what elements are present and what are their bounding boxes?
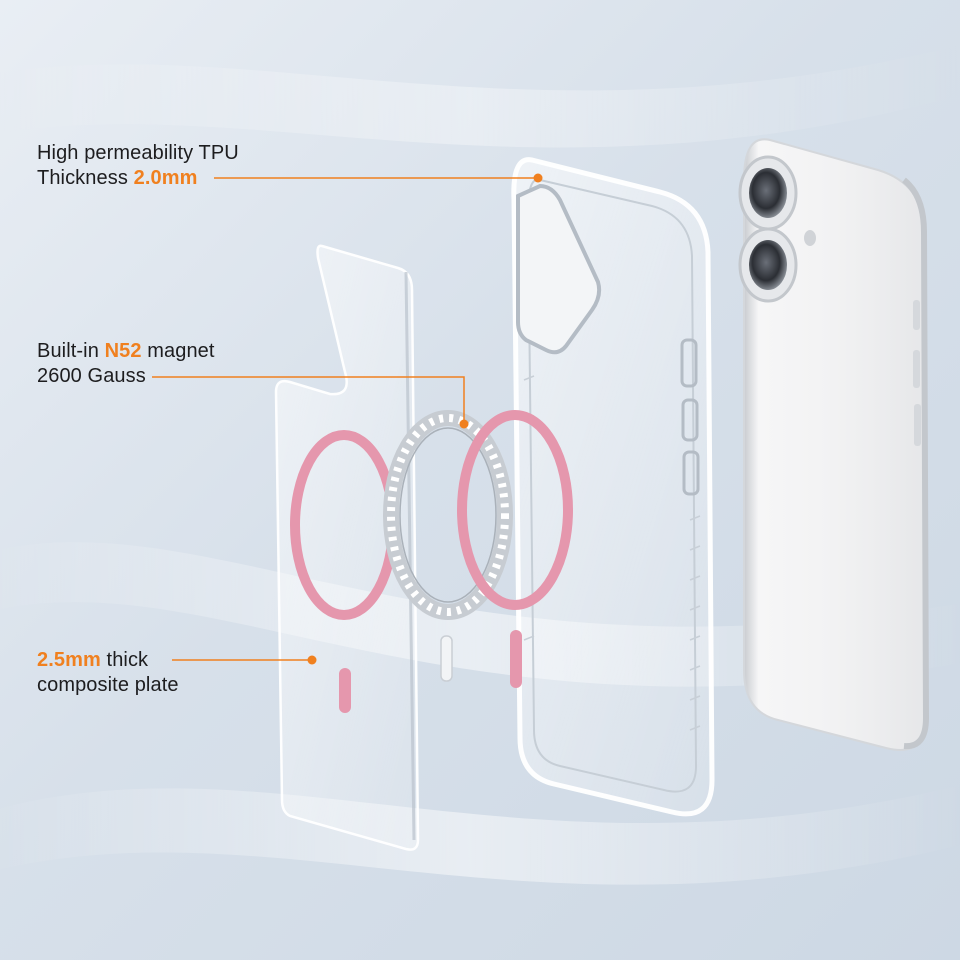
alignment-mark: [339, 668, 351, 713]
camera-lens: [749, 168, 787, 218]
magnet-leader-line: [152, 376, 465, 424]
case-button: [681, 398, 699, 442]
tpu-case-frame: [457, 157, 715, 817]
callout-magnet-grade: N52: [104, 340, 142, 362]
callout-tpu-thickness: 2.0mm: [133, 167, 198, 189]
case-button: [682, 450, 700, 496]
callout-tpu-prefix: Thickness: [37, 167, 134, 189]
callout-tpu-line1: High permeability TPU: [37, 142, 239, 164]
callout-plate-line2: composite plate: [37, 674, 179, 696]
camera-module: [738, 155, 816, 303]
camera-lens: [749, 240, 787, 290]
callout-magnet-prefix: Built-in: [37, 340, 105, 362]
callout-tpu-line2: Thickness 2.0mm: [37, 166, 239, 191]
alignment-mark: [510, 630, 522, 688]
n52-magnet-ring: [383, 410, 513, 682]
camera-cutout: [516, 183, 602, 355]
orange-dot-icon: [307, 655, 317, 665]
callout-plate-line1: 2.5mm thick: [37, 648, 179, 673]
callout-plate-suffix: thick: [100, 649, 149, 671]
callout-plate: 2.5mm thick composite plate: [37, 648, 179, 698]
magsafe-ring: [457, 410, 573, 610]
case-button: [680, 338, 698, 388]
background-swirls: [0, 44, 960, 885]
callout-leaders: [152, 173, 543, 665]
magnet-alignment-bar: [440, 635, 453, 682]
flash: [804, 230, 816, 246]
phone-button: [913, 350, 920, 388]
callout-magnet-line1: Built-in N52 magnet: [37, 339, 215, 364]
orange-dot-icon: [459, 419, 469, 429]
orange-dot-icon: [533, 173, 543, 183]
callout-tpu: High permeability TPU Thickness 2.0mm: [37, 141, 239, 191]
phone: [738, 138, 930, 751]
callout-magnet-line2: 2600 Gauss: [37, 365, 146, 387]
callout-magnet: Built-in N52 magnet 2600 Gauss: [37, 339, 215, 389]
composite-back-plate: [274, 244, 420, 851]
callout-magnet-suffix: magnet: [141, 340, 215, 362]
callout-plate-thickness: 2.5mm: [37, 649, 101, 671]
phone-button: [913, 300, 920, 330]
phone-button: [914, 404, 921, 446]
